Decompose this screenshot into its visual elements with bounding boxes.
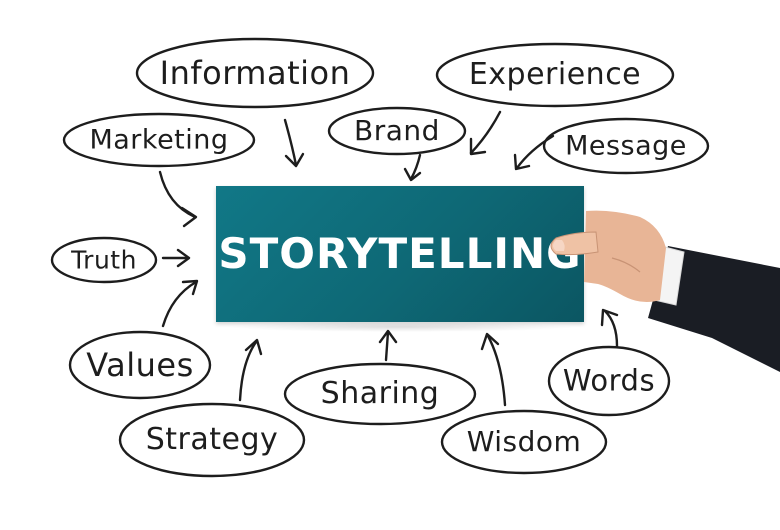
card-title: STORYTELLING (218, 229, 582, 278)
arrow-sharing (378, 329, 398, 362)
concept-words: Words (562, 363, 656, 398)
ellipse-experience (435, 42, 675, 108)
ellipse-sharing (283, 362, 477, 426)
arrow-strategy (238, 338, 263, 402)
ellipse-marketing (62, 112, 256, 168)
arrow-experience (469, 110, 502, 156)
arrow-words (600, 308, 619, 348)
arrow-marketing (158, 170, 198, 228)
ellipse-wisdom (440, 409, 608, 475)
finger-crease (611, 257, 641, 273)
arrow-truth (161, 248, 191, 268)
ellipse-information (135, 37, 375, 109)
ellipse-values (68, 330, 212, 400)
concept-values: Values (86, 346, 194, 384)
concept-message: Message (565, 130, 687, 162)
ellipse-brand (327, 106, 467, 156)
storytelling-card: STORYTELLING (216, 186, 584, 322)
arrow-brand (403, 153, 422, 182)
arrow-information (283, 118, 305, 168)
ellipse-strategy (118, 402, 306, 478)
ellipse-truth (50, 236, 158, 284)
concept-wisdom: Wisdom (466, 425, 582, 458)
suit-sleeve (648, 246, 780, 372)
arrow-message (513, 134, 555, 171)
concept-experience: Experience (468, 57, 642, 92)
card-shadow (226, 322, 576, 332)
thumb-nail (553, 240, 565, 251)
concept-truth: Truth (71, 245, 137, 275)
ellipse-message (542, 117, 710, 175)
concept-strategy: Strategy (145, 422, 279, 457)
ellipse-words (547, 345, 671, 417)
concept-marketing: Marketing (89, 124, 229, 156)
concept-sharing: Sharing (320, 376, 440, 411)
arrow-wisdom (480, 332, 507, 407)
hand-palm (584, 210, 666, 302)
arrow-values (161, 279, 199, 328)
concept-brand: Brand (354, 114, 440, 147)
concept-information: Information (159, 54, 351, 92)
